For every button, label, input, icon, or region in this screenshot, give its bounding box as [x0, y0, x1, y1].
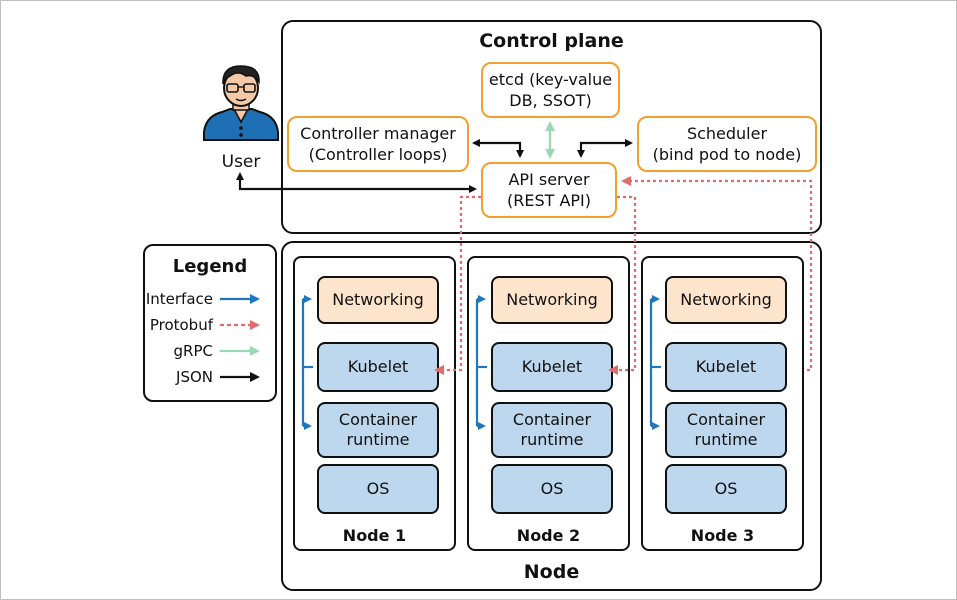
user-avatar-icon [203, 65, 279, 141]
etcd-box: etcd (key-value DB, SSOT) [481, 62, 620, 118]
networking-box: Networking [491, 276, 613, 324]
legend-title: Legend [172, 256, 248, 277]
control-plane-title: Control plane [479, 30, 624, 52]
node-label: Node 3 [690, 526, 755, 545]
node-1: Networking Kubelet Container runtime OS … [293, 256, 456, 551]
dotted-arrow-icon [220, 320, 260, 330]
kubelet-box: Kubelet [665, 342, 787, 392]
interface-arrows-node3 [649, 295, 661, 430]
node-2: Networking Kubelet Container runtime OS … [467, 256, 630, 551]
arrow-icon [220, 346, 260, 356]
container-runtime-box: Container runtime [491, 402, 613, 458]
node-panel-title: Node [523, 561, 580, 583]
protobuf-arrow-node3-api [621, 176, 813, 372]
api-server-box: API server (REST API) [481, 162, 617, 218]
node-label: Node 2 [516, 526, 581, 545]
kubelet-box: Kubelet [317, 342, 439, 392]
legend-item-grpc: gRPC [174, 340, 261, 362]
user-label: User [221, 152, 261, 172]
os-box: OS [491, 464, 613, 514]
interface-arrows-node2 [475, 295, 487, 430]
legend-label: JSON [176, 368, 213, 386]
container-runtime-box: Container runtime [665, 402, 787, 458]
legend-item-interface: Interface [146, 288, 261, 310]
legend-item-json: JSON [176, 366, 261, 388]
os-box: OS [317, 464, 439, 514]
container-runtime-box: Container runtime [317, 402, 439, 458]
json-arrow-controller-api [472, 139, 524, 158]
protobuf-arrow-api-node1 [434, 195, 481, 375]
legend-label: gRPC [173, 342, 213, 360]
arrow-icon [220, 294, 260, 304]
scheduler-box: Scheduler (bind pod to node) [637, 116, 817, 172]
controller-manager-box: Controller manager (Controller loops) [287, 116, 469, 172]
protobuf-arrow-api-node2 [608, 195, 637, 375]
networking-box: Networking [665, 276, 787, 324]
json-arrow-user-api [236, 172, 477, 193]
kubelet-box: Kubelet [491, 342, 613, 392]
node-3: Networking Kubelet Container runtime OS … [641, 256, 804, 551]
networking-box: Networking [317, 276, 439, 324]
os-box: OS [665, 464, 787, 514]
interface-arrows-node1 [301, 295, 313, 430]
user: User [196, 62, 286, 172]
legend-label: Interface [145, 290, 213, 308]
node-label: Node 1 [342, 526, 407, 545]
legend: Legend Interface Protobuf gRPC JSON [143, 244, 277, 402]
arrow-icon [220, 372, 260, 382]
legend-label: Protobuf [149, 316, 213, 334]
json-arrow-scheduler-api [577, 139, 633, 158]
legend-item-protobuf: Protobuf [150, 314, 261, 336]
